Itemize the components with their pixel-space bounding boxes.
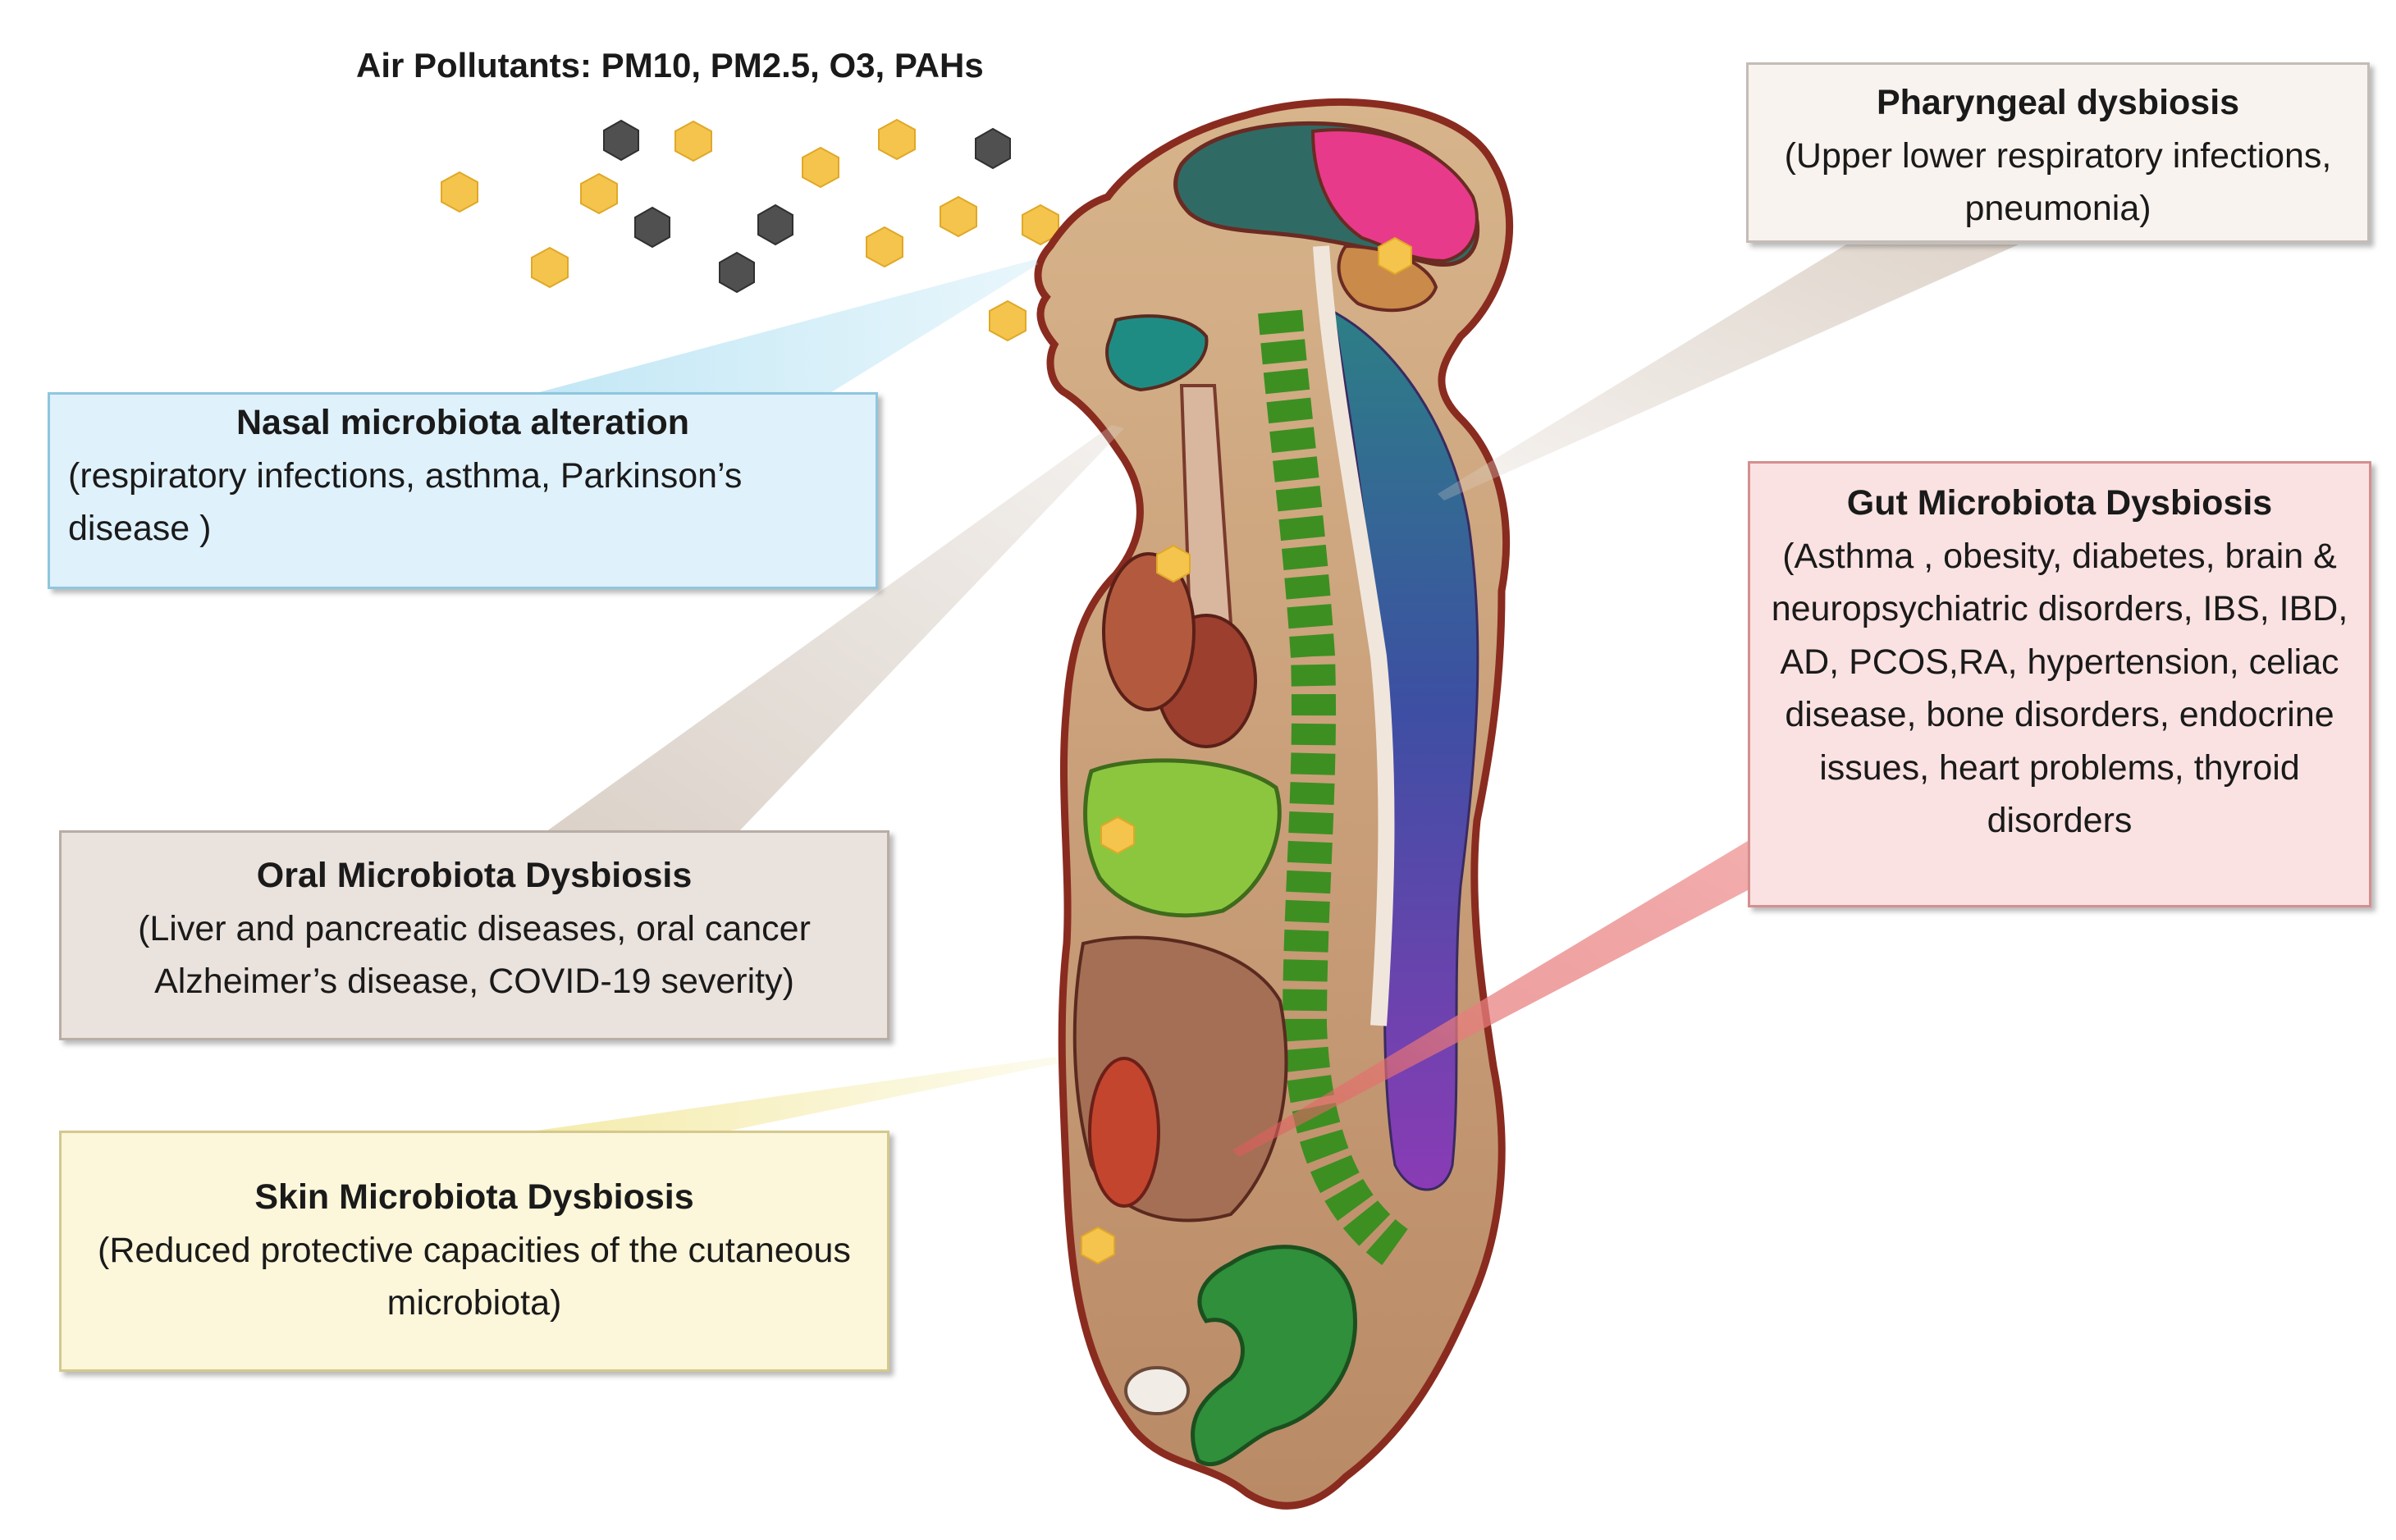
spinal-cord bbox=[1313, 245, 1395, 1026]
pollutant-particle-gold bbox=[1100, 816, 1135, 855]
spine bbox=[1258, 309, 1409, 1265]
skin-microbiota-box: Skin Microbiota Dysbiosis (Reduced prote… bbox=[59, 1131, 889, 1372]
oral-box-title: Oral Microbiota Dysbiosis bbox=[256, 856, 693, 895]
pollutant-particle-gold bbox=[878, 118, 916, 161]
callout-pointers bbox=[525, 244, 2019, 1157]
gut-box-description: (Asthma , obesity, diabetes, brain & neu… bbox=[1771, 536, 2348, 841]
pollutant-particles bbox=[441, 118, 1059, 342]
pollutant-particle-gold bbox=[989, 299, 1027, 342]
pollutant-particle-gold bbox=[441, 171, 478, 213]
nasal-box-description: (respiratory infections, asthma, Parkins… bbox=[68, 455, 743, 549]
skin-box-description: (Reduced protective capacities of the cu… bbox=[98, 1230, 851, 1323]
lung-region bbox=[1102, 552, 1196, 711]
pollutant-particle-gold bbox=[1156, 544, 1191, 583]
pollutant-particle-gray bbox=[634, 206, 670, 249]
pollutant-particle-gray bbox=[757, 203, 793, 246]
oral-callout-pointer bbox=[546, 425, 1124, 832]
pollutant-particle-gold bbox=[940, 195, 977, 238]
pollutant-particle-gray bbox=[975, 127, 1011, 170]
gut-box-title: Gut Microbiota Dysbiosis bbox=[1846, 483, 2273, 523]
pharyngeal-box-title: Pharyngeal dysbiosis bbox=[1876, 83, 2240, 122]
pollutant-particle-gold bbox=[866, 226, 903, 268]
skin-box-title: Skin Microbiota Dysbiosis bbox=[254, 1177, 694, 1217]
pharyngeal-callout-pointer bbox=[1438, 244, 2019, 500]
pharyngeal-box-description: (Upper lower respiratory infections, pne… bbox=[1784, 135, 2332, 229]
pollutant-particle-gold bbox=[1378, 236, 1412, 276]
oral-box-description: (Liver and pancreatic diseases, oral can… bbox=[138, 908, 811, 1002]
pollutant-particle-gold bbox=[580, 172, 618, 215]
human-body-cross-section bbox=[1034, 98, 1514, 1510]
pollutant-particle-gold bbox=[1081, 1226, 1115, 1265]
gut-microbiota-box: Gut Microbiota Dysbiosis (Asthma , obesi… bbox=[1748, 461, 2371, 907]
skin-callout-pointer bbox=[525, 1057, 1059, 1132]
air-pollutants-title: Air Pollutants: PM10, PM2.5, O3, PAHs bbox=[356, 46, 984, 85]
oral-microbiota-box: Oral Microbiota Dysbiosis (Liver and pan… bbox=[59, 830, 889, 1040]
bladder-region bbox=[1124, 1366, 1190, 1415]
pollutant-particle-gold bbox=[531, 246, 569, 289]
gut-callout-pointer bbox=[1232, 841, 1748, 1157]
pollutant-particle-gold bbox=[802, 146, 839, 189]
pollutant-particle-gold bbox=[1022, 203, 1059, 246]
pharyngeal-dysbiosis-box: Pharyngeal dysbiosis (Upper lower respir… bbox=[1746, 62, 2370, 243]
oral-cavity bbox=[1105, 314, 1209, 392]
pollutant-particle-gray bbox=[719, 251, 755, 294]
colon-region bbox=[1191, 1245, 1357, 1467]
liver-region bbox=[1083, 758, 1282, 918]
cerebrum-pink bbox=[1310, 128, 1479, 263]
pollutant-particle-gold bbox=[674, 120, 712, 162]
nasal-microbiota-box: Nasal microbiota alteration (respiratory… bbox=[48, 392, 878, 589]
kidney-region bbox=[1088, 1057, 1160, 1208]
pollutant-particle-gray bbox=[603, 119, 639, 162]
nasal-callout-pointer bbox=[533, 259, 1038, 394]
nasal-box-title: Nasal microbiota alteration bbox=[236, 403, 689, 442]
